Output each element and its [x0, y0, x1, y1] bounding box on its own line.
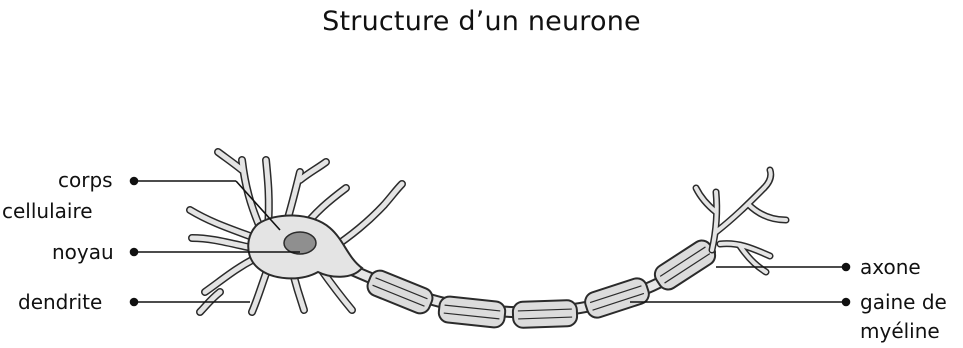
label-corps-line1: corps — [58, 168, 113, 192]
label-gaine-line2: myéline — [860, 319, 940, 343]
label-axone: axone — [860, 255, 921, 279]
label-dendrite: dendrite — [18, 290, 102, 314]
label-gaine-line1: gaine de — [860, 290, 947, 314]
label-noyau: noyau — [52, 240, 114, 264]
nucleus — [284, 232, 316, 254]
myelin-sheath — [365, 237, 719, 329]
label-corps-line2: cellulaire — [2, 199, 93, 223]
